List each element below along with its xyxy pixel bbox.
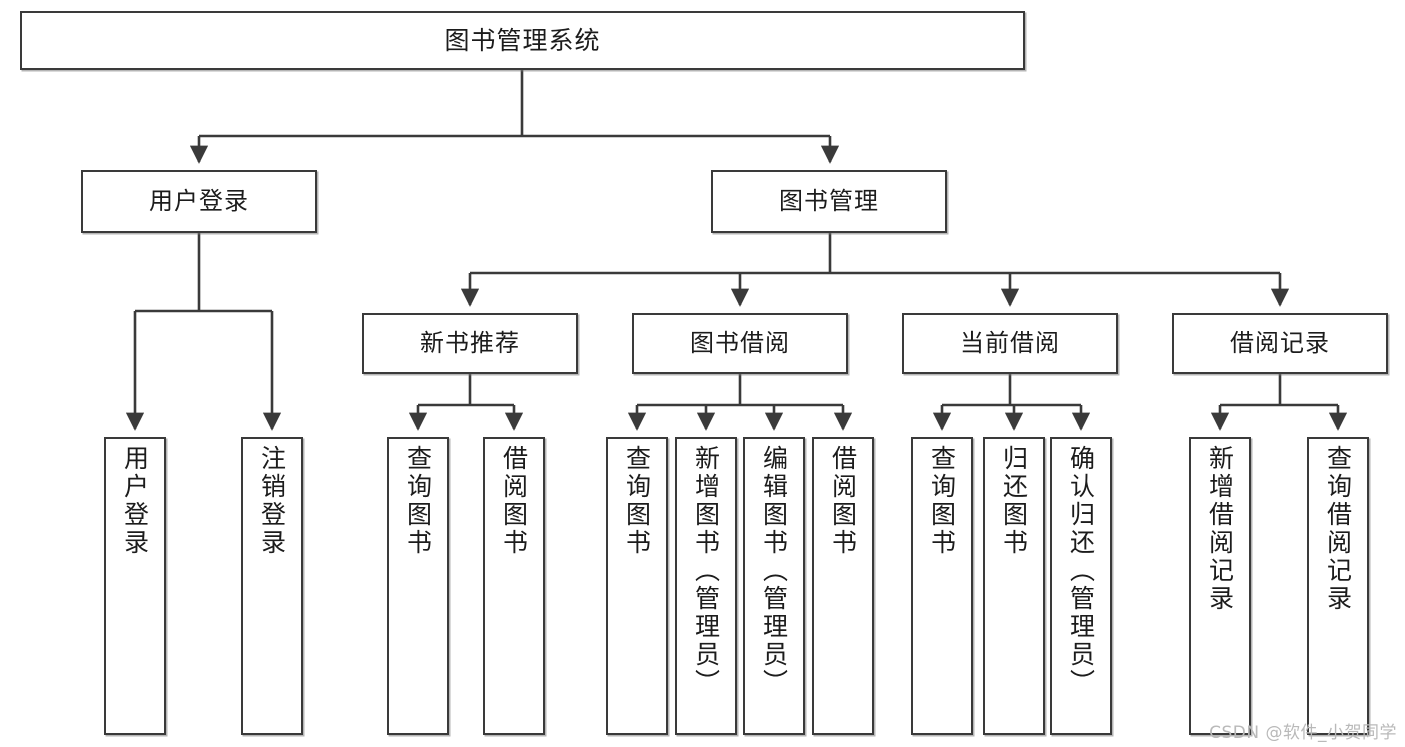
leaf-node[interactable]: 新增图书（管理员） bbox=[675, 437, 737, 735]
leaf-node[interactable]: 查询图书 bbox=[911, 437, 973, 735]
leaf-node[interactable]: 注销登录 bbox=[241, 437, 303, 735]
leaf-label: 查询图书 bbox=[927, 445, 957, 557]
watermark: CSDN @软件_小贺同学 bbox=[1209, 723, 1397, 743]
node-label: 图书管理 bbox=[779, 187, 879, 216]
node-level3-book-borrow[interactable]: 图书借阅 bbox=[632, 313, 848, 374]
leaf-node[interactable]: 查询图书 bbox=[387, 437, 449, 735]
leaf-label: 查询图书 bbox=[622, 445, 652, 557]
leaf-label: 新增图书（管理员） bbox=[691, 445, 721, 697]
leaf-node[interactable]: 新增借阅记录 bbox=[1189, 437, 1251, 735]
node-label: 当前借阅 bbox=[960, 329, 1060, 358]
leaf-label: 归还图书 bbox=[999, 445, 1029, 557]
leaf-label: 查询借阅记录 bbox=[1323, 445, 1353, 613]
leaf-node[interactable]: 查询图书 bbox=[606, 437, 668, 735]
node-level3-current-borrow[interactable]: 当前借阅 bbox=[902, 313, 1118, 374]
leaf-label: 查询图书 bbox=[403, 445, 433, 557]
leaf-label: 借阅图书 bbox=[828, 445, 858, 557]
leaf-node[interactable]: 归还图书 bbox=[983, 437, 1045, 735]
leaf-node[interactable]: 确认归还（管理员） bbox=[1050, 437, 1112, 735]
leaf-node[interactable]: 借阅图书 bbox=[812, 437, 874, 735]
node-label: 用户登录 bbox=[149, 187, 249, 216]
leaf-node[interactable]: 编辑图书（管理员） bbox=[743, 437, 805, 735]
leaf-label: 新增借阅记录 bbox=[1205, 445, 1235, 613]
leaf-label: 用户登录 bbox=[120, 445, 150, 557]
leaf-label: 借阅图书 bbox=[499, 445, 529, 557]
node-label: 新书推荐 bbox=[420, 329, 520, 358]
node-level2-user-login[interactable]: 用户登录 bbox=[81, 170, 317, 233]
node-level3-borrow-records[interactable]: 借阅记录 bbox=[1172, 313, 1388, 374]
leaf-label: 确认归还（管理员） bbox=[1066, 445, 1096, 697]
node-level3-new-book-recommend[interactable]: 新书推荐 bbox=[362, 313, 578, 374]
leaf-node[interactable]: 借阅图书 bbox=[483, 437, 545, 735]
leaf-label: 注销登录 bbox=[257, 445, 287, 557]
node-level2-book-management[interactable]: 图书管理 bbox=[711, 170, 947, 233]
node-label: 图书借阅 bbox=[690, 329, 790, 358]
node-label: 图书管理系统 bbox=[444, 25, 601, 55]
leaf-label: 编辑图书（管理员） bbox=[759, 445, 789, 697]
node-root[interactable]: 图书管理系统 bbox=[20, 11, 1025, 70]
node-label: 借阅记录 bbox=[1230, 329, 1330, 358]
leaf-node[interactable]: 用户登录 bbox=[104, 437, 166, 735]
leaf-node[interactable]: 查询借阅记录 bbox=[1307, 437, 1369, 735]
